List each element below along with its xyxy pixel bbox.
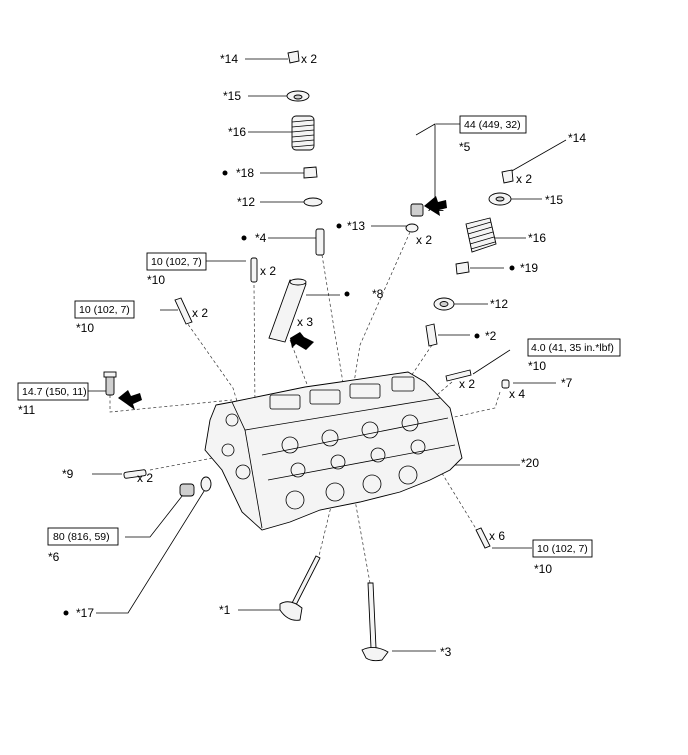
torque-value-5: 44 (449, 32) — [464, 119, 521, 131]
pin-9 — [123, 469, 147, 479]
cylinder-head — [204, 371, 463, 531]
bolt-11 — [103, 371, 117, 396]
callout-5: *5 — [459, 140, 471, 154]
callout-4: *4 — [255, 231, 267, 245]
stud-bolt-4 — [315, 228, 325, 256]
torque-value-10b: 10 (102, 7) — [79, 304, 130, 316]
callout-15-left: *15 — [223, 89, 241, 103]
qty-4: x 2 — [260, 264, 276, 278]
valve-spring-seat-left — [303, 197, 323, 207]
qty-8: x 3 — [297, 315, 313, 329]
callout-12-right: *12 — [490, 297, 508, 311]
valve-spring-retainer-right — [488, 192, 512, 206]
stud-bolt-lower-right — [475, 527, 491, 549]
torque-box-5: 44 (449, 32) — [459, 115, 527, 134]
stud-bolt-side-left — [174, 297, 193, 325]
valve-spring-retainer-left — [286, 90, 310, 102]
callout-3: *3 — [440, 645, 452, 659]
callout-10-a: *10 — [147, 273, 165, 287]
gasket-17 — [200, 476, 212, 492]
torque-box-4: 10 (102, 7) — [146, 252, 207, 271]
callout-16-right: *16 — [528, 231, 546, 245]
valve-spring-left — [291, 115, 315, 151]
gasket-13 — [405, 223, 419, 233]
callout-12-left: *12 — [237, 195, 255, 209]
callout-10-c: *10 — [528, 359, 546, 373]
callout-13: *13 — [347, 219, 365, 233]
torque-value-4: 10 (102, 7) — [151, 256, 202, 268]
valve-spring-seat-right — [433, 297, 455, 311]
callout-15-right: *15 — [545, 193, 563, 207]
callout-2: *2 — [485, 329, 497, 343]
leader-lines — [86, 58, 567, 652]
intake-valve-1 — [279, 555, 321, 621]
qty-5: x 2 — [428, 200, 444, 214]
qty-10e: x 6 — [489, 529, 505, 543]
torque-value-2: 4.0 (41, 35 in.*lbf) — [531, 342, 614, 354]
callout-9: *9 — [62, 467, 74, 481]
valve-stem-oil-seal-left — [303, 166, 318, 179]
valve-spring-right — [465, 217, 497, 253]
callout-8: *8 — [372, 287, 384, 301]
valve-spring-retainer-lock-left — [287, 50, 300, 64]
callout-20: *20 — [521, 456, 539, 470]
callout-7: *7 — [561, 376, 573, 390]
qty-2: x 2 — [459, 377, 475, 391]
stud-bolt-upper-left — [250, 257, 258, 283]
torque-box-10e: 10 (102, 7) — [532, 539, 593, 558]
callout-10-e: *10 — [534, 562, 552, 576]
callout-17: *17 — [76, 606, 94, 620]
callout-11: *11 — [18, 403, 35, 417]
insert-arrow-8 — [290, 332, 314, 350]
torque-box-11: 14.7 (150, 11) — [17, 382, 89, 401]
stud-bolt-2 — [425, 323, 438, 347]
non-reusable-dots — [63, 170, 515, 616]
qty-14-right: x 2 — [516, 172, 532, 186]
valve-spring-retainer-lock-right — [501, 169, 514, 184]
spark-plug-tube-8 — [268, 278, 307, 343]
torque-value-11: 14.7 (150, 11) — [22, 386, 87, 398]
callout-14-right: *14 — [568, 131, 586, 145]
pin-7 — [501, 379, 510, 389]
qty-7: x 4 — [509, 387, 525, 401]
torque-box-2: 4.0 (41, 35 in.*lbf) — [527, 338, 621, 357]
torque-box-6: 80 (816, 59) — [47, 527, 119, 546]
callout-6: *6 — [48, 550, 60, 564]
qty-10b: x 2 — [192, 306, 208, 320]
plug-5 — [410, 203, 424, 217]
callout-19: *19 — [520, 261, 538, 275]
insert-arrow-11 — [118, 390, 142, 410]
torque-box-10b: 10 (102, 7) — [74, 300, 135, 319]
exhaust-valve-3 — [361, 582, 389, 662]
torque-value-10e: 10 (102, 7) — [537, 543, 588, 555]
stud-bolt-right-upper — [445, 369, 472, 382]
plug-6 — [179, 483, 195, 497]
callout-1: *1 — [219, 603, 231, 617]
insert-arrow-5 — [424, 196, 447, 216]
valve-stem-oil-seal-19 — [455, 261, 470, 275]
callout-labels: *14 *15 *16 *18 *12 *4 *13 *8 *5 *14 *15… — [18, 52, 586, 659]
callout-14-left: *14 — [220, 52, 238, 66]
callout-10-b: *10 — [76, 321, 94, 335]
torque-value-6: 80 (816, 59) — [53, 531, 110, 543]
qty-9: x 2 — [137, 471, 153, 485]
callout-18: *18 — [236, 166, 254, 180]
qty-13: x 2 — [416, 233, 432, 247]
callout-16-left: *16 — [228, 125, 246, 139]
qty-14-left: x 2 — [301, 52, 317, 66]
quantity-labels: x 2 x 2 x 2 x 2 x 2 x 2 x 3 x 2 x 4 x 2 … — [137, 52, 532, 543]
